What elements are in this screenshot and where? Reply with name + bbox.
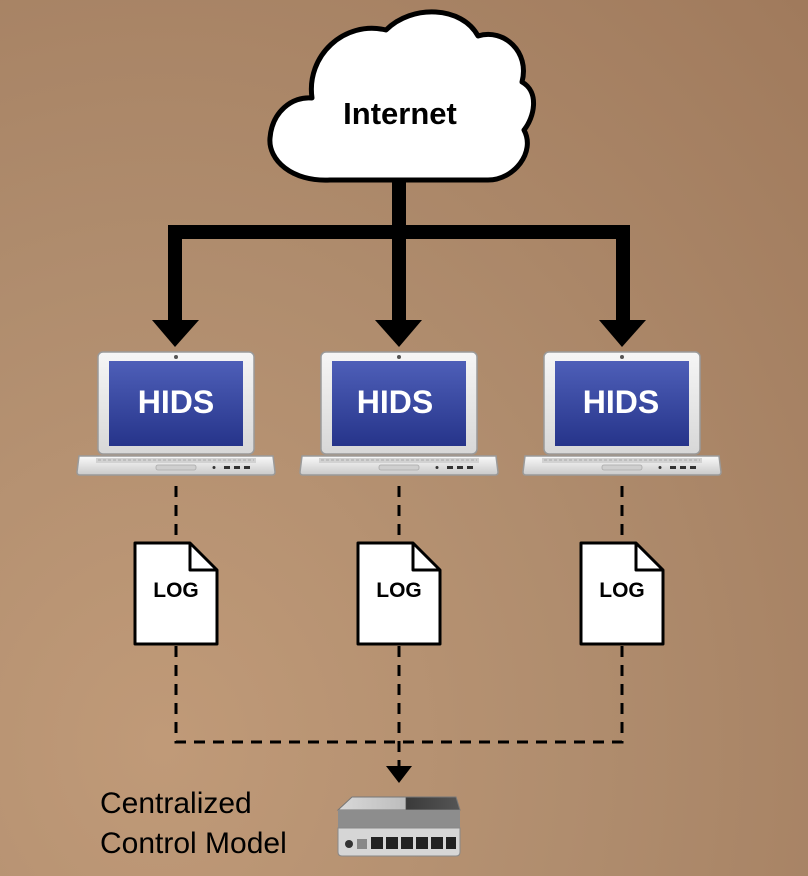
host-2: HIDS — [299, 351, 499, 476]
log-connectors — [174, 486, 624, 770]
log-file-3: LOG — [579, 541, 665, 646]
hids-label-3: HIDS — [583, 384, 659, 420]
arrow-head-1 — [152, 320, 199, 347]
controller-arrow-head — [386, 766, 412, 783]
controller-label-line2: Control Model — [100, 827, 287, 860]
arrow-head-3 — [599, 320, 646, 347]
arrow-head-2 — [375, 320, 422, 347]
log-label-3: LOG — [599, 579, 645, 602]
hids-label-2: HIDS — [357, 384, 433, 420]
controller-label-line1: Centralized — [100, 787, 252, 820]
cloud-label: Internet — [343, 96, 457, 131]
host-1: HIDS — [76, 351, 276, 476]
log-label-1: LOG — [153, 579, 199, 602]
log-label-2: LOG — [376, 579, 422, 602]
network-switch-icon — [336, 796, 461, 857]
cloud-icon — [267, 9, 536, 183]
log-file-2: LOG — [356, 541, 442, 646]
internet-connectors — [168, 180, 630, 322]
hids-label-1: HIDS — [138, 384, 214, 420]
host-3: HIDS — [522, 351, 722, 476]
log-file-1: LOG — [133, 541, 219, 646]
